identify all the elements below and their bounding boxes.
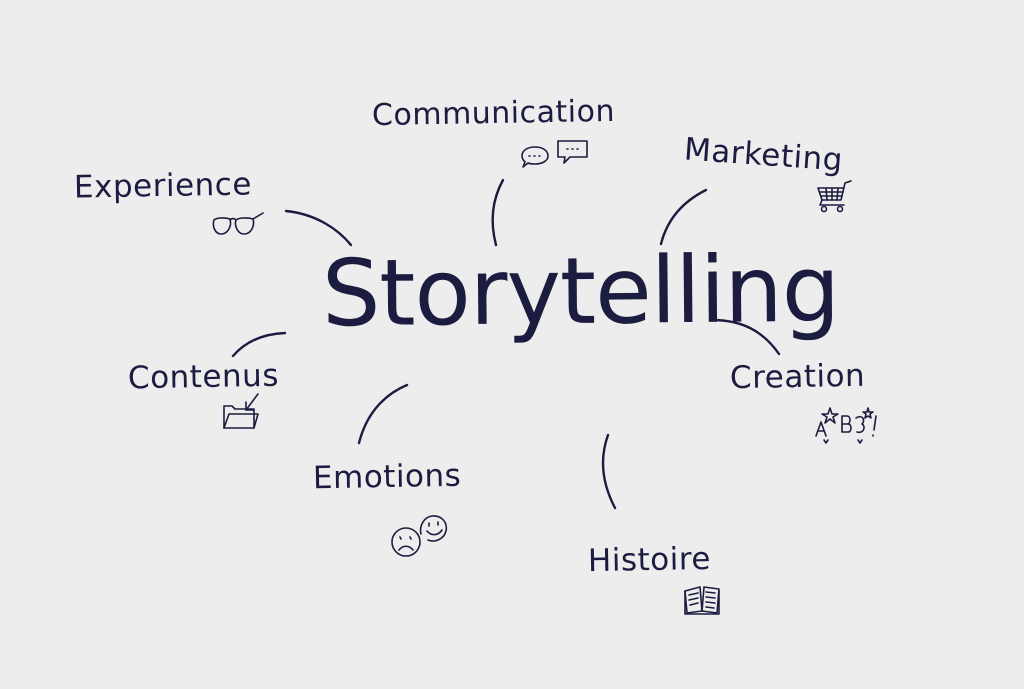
connector-experience [284, 209, 353, 247]
connector-emotions [357, 383, 409, 445]
folder-icon [220, 390, 262, 432]
speech-bubbles-icon [518, 138, 590, 172]
node-communication-label: Communication [371, 93, 616, 134]
open-book-icon [682, 583, 722, 617]
node-experience-label: Experience [73, 166, 253, 206]
connector-marketing [659, 188, 708, 246]
connector-histoire [601, 433, 617, 510]
node-emotions-label: Emotions [312, 457, 462, 497]
connector-contenus [231, 331, 287, 358]
node-creation-label: Creation [729, 357, 866, 397]
glasses-icon [210, 208, 266, 240]
node-histoire-label: Histoire [587, 540, 712, 580]
connector-communication [491, 178, 505, 247]
sparkles-icon [810, 402, 880, 446]
connector-creation [710, 318, 781, 356]
center-topic-storytelling: Storytelling [321, 235, 840, 348]
faces-icon [388, 510, 452, 562]
shopping-cart-icon [814, 178, 854, 214]
